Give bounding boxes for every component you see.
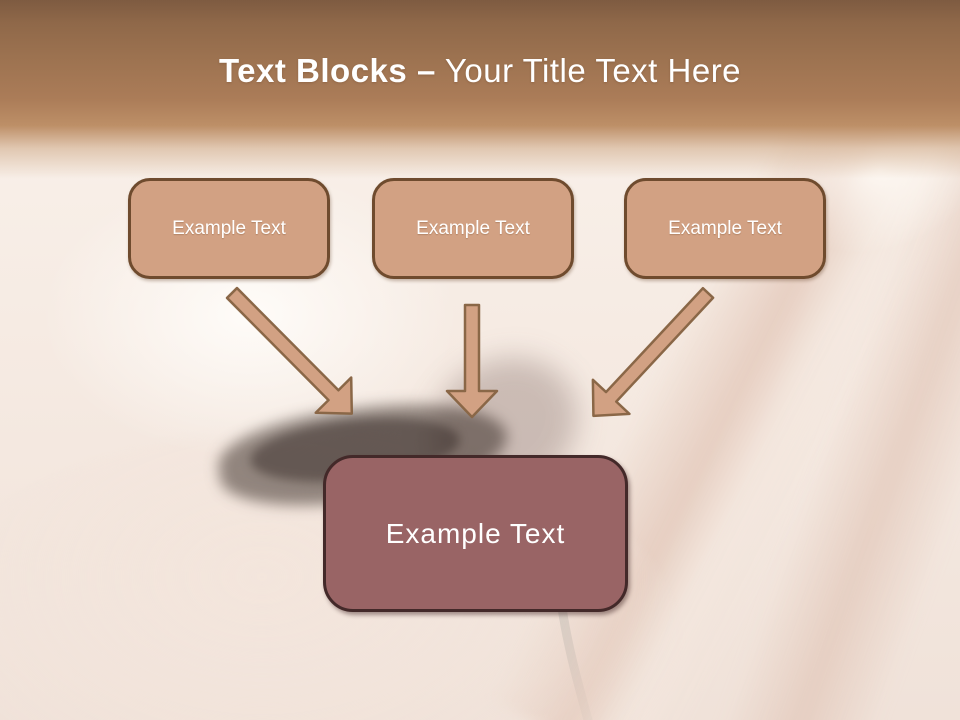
header-banner (0, 0, 960, 190)
title-dash: – (416, 52, 436, 89)
text-block-3[interactable]: Example Text (624, 178, 826, 279)
arrow-down-icon (445, 303, 499, 419)
arrow-down-left-icon (591, 286, 715, 418)
title-subtitle: Your Title Text Here (444, 52, 742, 89)
result-block[interactable]: Example Text (323, 455, 628, 612)
arrow-down-right-icon (225, 286, 354, 415)
text-block-2[interactable]: Example Text (372, 178, 574, 279)
text-block-3-label: Example Text (668, 217, 782, 239)
text-block-2-label: Example Text (416, 217, 530, 239)
page-title: Text Blocks – Your Title Text Here (0, 52, 960, 90)
text-block-1-label: Example Text (172, 217, 286, 239)
text-block-1[interactable]: Example Text (128, 178, 330, 279)
title-topic: Text Blocks (218, 52, 408, 89)
result-block-label: Example Text (385, 517, 566, 549)
